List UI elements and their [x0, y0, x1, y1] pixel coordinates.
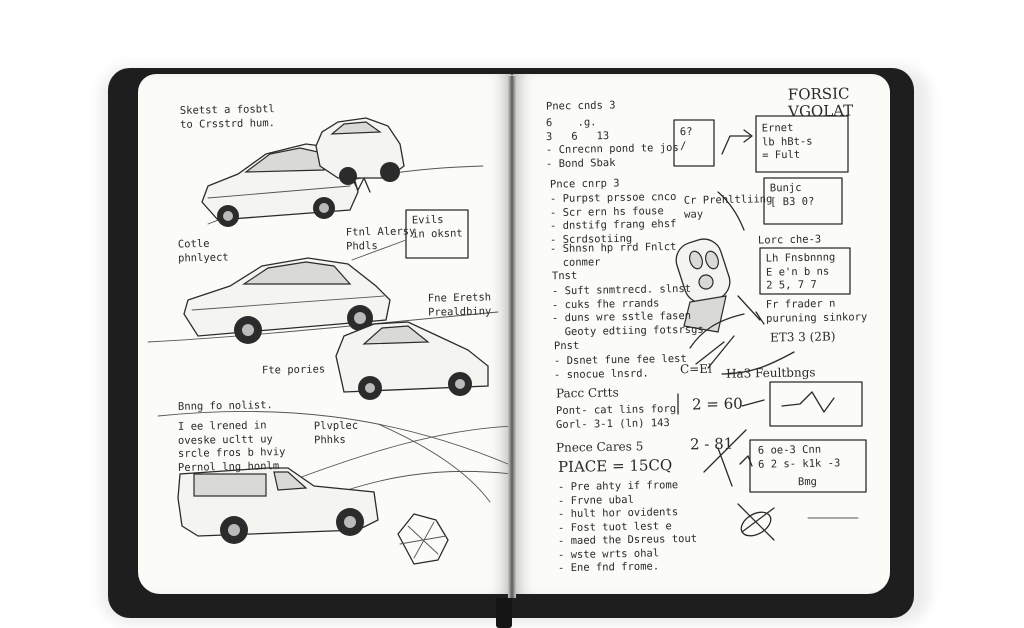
section-1-title: Pnec cnds 3	[545, 99, 616, 113]
left-page-sketches	[147, 117, 512, 565]
right-page: FORSIC VGOLAT Pnec cnds 3 6 .g. 3 6 13 -…	[512, 74, 890, 594]
section-2-title: Pnce cnrp 3	[549, 177, 620, 191]
fob-note: Cr Prehltliing way	[683, 193, 773, 221]
sedan-sketch-3	[335, 321, 489, 400]
left-side-note-2: Ftnl Alersy Phdls	[345, 225, 416, 253]
section-6-line: Pont- cat lins forg	[555, 402, 677, 418]
section-4-title: Tnst	[551, 269, 578, 283]
section-1-lines: 6 .g. 3 6 13 - Cnrecnn pond te jos - Bon…	[546, 116, 679, 170]
notebook-spine	[508, 76, 516, 598]
bookmark-ribbon	[496, 598, 512, 628]
section-1-line: - Bond Sbak	[545, 156, 616, 170]
left-title-note: Sketst a fosbtl to Crsstrd hum.	[179, 103, 276, 131]
left-note-box	[405, 209, 469, 259]
right-header: FORSIC VGOLAT	[787, 84, 854, 121]
small-box-note: 6? /	[679, 125, 693, 152]
section-5-title: Pnst	[553, 339, 580, 353]
formula-3: 2 = 60	[691, 394, 743, 414]
box-2	[763, 177, 843, 225]
formula-4: 2 - 81	[689, 434, 734, 454]
left-side-note-5: Plvplec Phhks	[313, 419, 359, 446]
box-4	[749, 439, 867, 493]
bha-note: Ha3 Feultbngs	[725, 365, 816, 381]
section-6-line: Gorl- 3-1 (ln) 143	[555, 416, 670, 431]
left-list-item: srcle fros b hviy	[177, 446, 286, 460]
section-6-lines: Pont- cat lins forg Gorl- 3-1 (ln) 143	[555, 402, 677, 431]
section-7-title: Pnece Cares 5	[555, 439, 644, 455]
section-4-lines: - Suft snmtrecd. slnst - cuks fhe rrands…	[551, 283, 704, 338]
box-1	[755, 115, 849, 173]
debris-sketch	[397, 513, 449, 565]
left-list: I ee lrened in oveske ucltt uy srcle fro…	[177, 419, 286, 474]
left-list-item: Pernol lng honlm	[177, 459, 280, 474]
section-3-line: conmer	[549, 255, 601, 269]
box-4-note: 6 oe-3 Cnn 6 2 s- k1k -3	[757, 443, 841, 471]
formula-2: ET3 3 (2B)	[769, 329, 836, 345]
left-side-note-1: Cotle phnlyect	[177, 237, 229, 264]
formula-1: C=El	[679, 361, 712, 377]
left-list-item: I ee lrened in	[177, 419, 267, 433]
section-2-lines: - Purpst prssoe cnco - Scr ern hs fouse …	[550, 191, 677, 246]
section-7-formula: PIACE = 15CQ	[557, 456, 673, 476]
lorc-note: Lorc che-3	[757, 233, 822, 247]
frader-note: Fr frader n puruning sinkory	[765, 297, 868, 325]
right-page-sketches	[673, 115, 867, 541]
key-fob-icon	[675, 238, 765, 333]
left-box-note: Evils in oksnt	[411, 213, 463, 240]
box-3-note: Lh Fnsbnnng E e'n b ns 2 5, 7 7	[765, 251, 836, 292]
box-3	[759, 247, 851, 295]
crashed-car-sketch	[315, 117, 405, 193]
section-3-lines: - Shnsn hp rrd Fnlct conmer	[549, 241, 677, 269]
left-list-title: Bnng fo nolist.	[177, 399, 273, 413]
left-page: Sketst a fosbtl to Crsstrd hum. Cotle ph…	[138, 74, 512, 594]
sedan-sketch-2	[183, 257, 391, 344]
box-4-sub: Bmg	[797, 475, 818, 489]
small-box	[673, 119, 715, 167]
section-5-lines: - Dsnet fune fee lest - snocue lnsrd.	[553, 353, 687, 381]
box-chart	[769, 381, 863, 427]
section-4-line: Geoty edtiing fotsrsgs	[551, 323, 704, 338]
box-2-note: Bunjc [ B3 0?	[769, 181, 815, 208]
box-chart-line	[781, 391, 835, 413]
section-7-lines: - Pre ahty if frome - Frvne ubal - hult …	[557, 479, 697, 575]
left-side-note-3: Fne Eretsh Prealdbiny	[427, 291, 492, 319]
left-side-note-4: Fte pories	[261, 363, 326, 377]
section-5-line: - snocue lnsrd.	[553, 367, 649, 381]
box-1-note: Ernet lb hBt-s = Fult	[761, 121, 813, 162]
pickup-truck-sketch	[177, 467, 379, 544]
section-6-title: Pacc Crtts	[555, 385, 619, 401]
section-7-line: - Ene fnd frome.	[557, 560, 660, 575]
